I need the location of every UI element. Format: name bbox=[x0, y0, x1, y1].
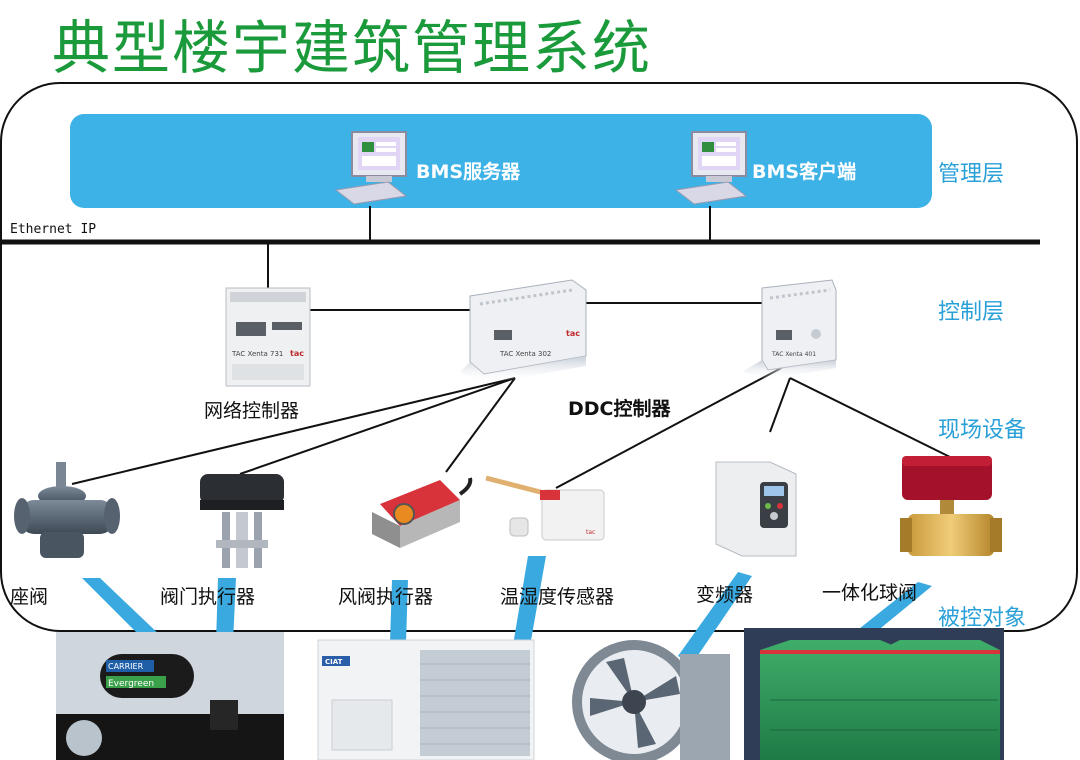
layer-label-field: 现场设备 bbox=[938, 418, 1027, 443]
network-controller-device: TAC Xenta 731 tac bbox=[225, 287, 311, 387]
management-band bbox=[70, 114, 932, 208]
ddc-controller-302-device: TAC Xenta 302 tac bbox=[460, 279, 587, 384]
layer-label-management: 管理层 bbox=[938, 162, 1005, 187]
valve-actuator-device bbox=[200, 474, 284, 568]
bms-client-computer bbox=[674, 131, 748, 205]
air-cooled-chiller-equipment: CIAT bbox=[317, 639, 535, 760]
wire-vfd bbox=[769, 377, 791, 433]
layer-label-control: 控制层 bbox=[938, 300, 1005, 325]
chiller-equipment: CARRIER Evergreen bbox=[56, 632, 284, 760]
damper-actuator-label: 风阀执行器 bbox=[338, 586, 434, 608]
wire-ball-valve bbox=[789, 377, 953, 459]
ball-valve-label: 一体化球阀 bbox=[822, 582, 918, 604]
air-chiller-brand: CIAT bbox=[325, 658, 343, 666]
chiller-brand: CARRIER bbox=[108, 662, 144, 671]
layer-label-controlled: 被控对象 bbox=[938, 606, 1027, 631]
damper-actuator-device bbox=[372, 477, 473, 548]
ethernet-label: Ethernet IP bbox=[10, 222, 97, 237]
axial-fan-equipment bbox=[572, 640, 730, 760]
seat-valve-label: 座阀 bbox=[10, 586, 49, 608]
tac-302-brand: tac bbox=[566, 329, 580, 338]
cooling-tower-equipment bbox=[744, 628, 1004, 760]
wire-sensor bbox=[555, 365, 786, 489]
vfd-label: 变频器 bbox=[696, 584, 754, 606]
wire-seat-valve bbox=[71, 377, 516, 485]
tac-brand-label: tac bbox=[290, 349, 304, 358]
ddc-controller-label: DDC控制器 bbox=[568, 398, 671, 420]
tac-731-label: TAC Xenta 731 bbox=[231, 350, 283, 358]
seat-valve-device bbox=[14, 462, 120, 558]
bms-server-computer bbox=[334, 131, 408, 205]
network-controller-label: 网络控制器 bbox=[204, 400, 300, 422]
system-frame bbox=[0, 82, 1078, 632]
wire-valve-actuator bbox=[239, 377, 516, 475]
wire-damper-actuator bbox=[445, 377, 516, 473]
tac-401-label: TAC Xenta 401 bbox=[771, 351, 816, 358]
chiller-model: Evergreen bbox=[108, 679, 154, 689]
page-title: 典型楼宇建筑管理系统 bbox=[52, 14, 653, 82]
valve-actuator-label: 阀门执行器 bbox=[160, 586, 256, 608]
vfd-device bbox=[715, 461, 797, 557]
sensor-brand: tac bbox=[586, 529, 595, 536]
tac-302-label: TAC Xenta 302 bbox=[499, 350, 551, 358]
ddc-controller-401-device: TAC Xenta 401 bbox=[742, 279, 837, 380]
bms-client-label: BMS客户端 bbox=[752, 161, 857, 183]
sensor-label: 温湿度传感器 bbox=[500, 586, 615, 608]
bms-server-label: BMS服务器 bbox=[416, 161, 521, 183]
ball-valve-device bbox=[900, 456, 1002, 556]
temp-humidity-sensor-device: tac bbox=[485, 475, 605, 541]
beam-vfd bbox=[678, 572, 752, 664]
